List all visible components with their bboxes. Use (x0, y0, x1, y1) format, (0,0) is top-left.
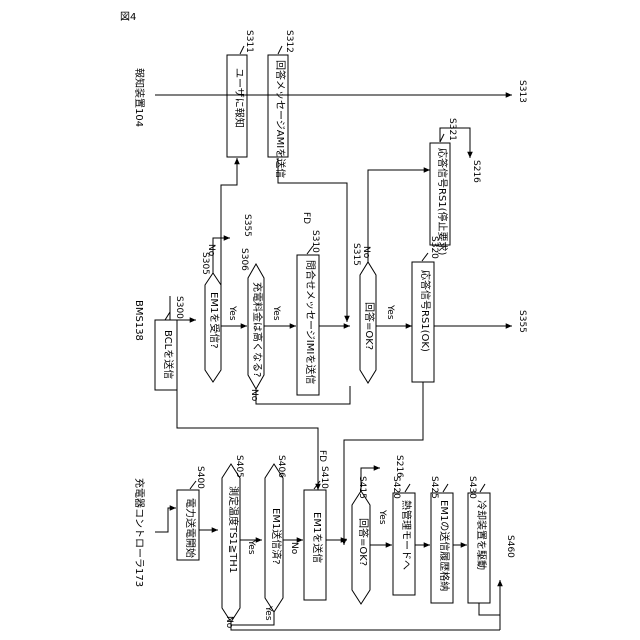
charger-lane-start (155, 508, 176, 532)
s430-out-line (479, 603, 500, 615)
s355-marker-right: S355 (517, 310, 526, 333)
s420-leader (405, 484, 410, 492)
s460-marker: S460 (505, 535, 514, 558)
s306-text: 充電料金は高くなる? (251, 282, 261, 377)
s405-no-label: No (224, 616, 233, 628)
s310-to-s311-arrow (221, 158, 237, 350)
s315-no-arrow (368, 170, 430, 262)
s312-text: 回答メッセージAMIを送信 (274, 60, 284, 178)
s305-yes-label: Yes (227, 306, 236, 321)
s405-yes-label: Yes (246, 540, 255, 555)
lane-title-notify: 報知装置104 (133, 68, 143, 127)
s405-text: 測定温度TS1≧TH1 (227, 486, 237, 573)
s406-text: EM1送信済? (270, 508, 280, 565)
s315-no-label: No (361, 246, 370, 258)
s306-yes-label: Yes (271, 306, 280, 321)
s305-no-label: No (206, 244, 215, 256)
s306-no-label: No (249, 389, 258, 401)
s320-leader (422, 253, 428, 261)
s420-id: S420 (391, 476, 400, 499)
s321-leader (440, 134, 444, 142)
lane-title-bms: BMS138 (133, 300, 143, 341)
s355-marker-top: S355 (242, 214, 251, 237)
s320-text: 応答信号RS1(OK) (419, 270, 429, 352)
s306-id: S306 (239, 248, 248, 271)
s430-text: 冷却装置を駆動 (475, 500, 485, 570)
s406-id: S406 (276, 455, 285, 478)
s405-no-line (231, 622, 500, 630)
s315-yes-label: Yes (385, 305, 394, 320)
s425-leader (443, 484, 448, 492)
s406-yes-label: Yes (263, 606, 272, 621)
s321-id: S321 (447, 118, 456, 141)
s400-text: 電力送電開始 (184, 498, 194, 558)
fd-marker-bottom: FD (317, 450, 326, 462)
s410-text: EM1を送信 (311, 512, 321, 563)
lane-title-charger: 充電器コントローラ173 (133, 478, 143, 587)
s400-id: S400 (195, 466, 204, 489)
s420-text: 熱管理モードへ (400, 500, 410, 570)
s425-id: S425 (429, 476, 438, 499)
s300-id: S300 (174, 296, 183, 319)
s315-id: S315 (351, 243, 360, 266)
s430-id: S430 (467, 476, 476, 499)
s216-marker-top: S216 (471, 160, 480, 183)
s315-text: 回答=OK? (363, 302, 373, 350)
s310-id: S310 (310, 230, 319, 253)
s310-text: 問合せメッセージIMIを送信 (304, 260, 314, 384)
fd-marker-top: FD (301, 212, 310, 224)
s406-no-label: No (289, 542, 298, 554)
s321-text: 応答信号RS1(停止要求) (436, 148, 446, 255)
s415-text: 回答=OK? (357, 518, 367, 566)
s311-id: S311 (244, 30, 253, 53)
s425-text: EM1の送信履歴格納 (438, 500, 448, 591)
s305-text: EM1を受信? (208, 292, 218, 349)
s300-text: BCLを送信 (162, 330, 172, 379)
s313-marker: S313 (517, 80, 526, 103)
s415-id: S415 (357, 476, 366, 499)
s312-id: S312 (284, 30, 293, 53)
s415-yes-label: Yes (377, 510, 386, 525)
s216-marker-bottom: S216 (394, 455, 403, 478)
s430-leader (480, 484, 485, 492)
s300-leader (165, 312, 170, 320)
s405-id: S405 (234, 455, 243, 478)
s311-text: ユーザに報知 (233, 68, 243, 128)
s312-leader (278, 46, 282, 54)
s410-id: S410 (319, 466, 328, 489)
